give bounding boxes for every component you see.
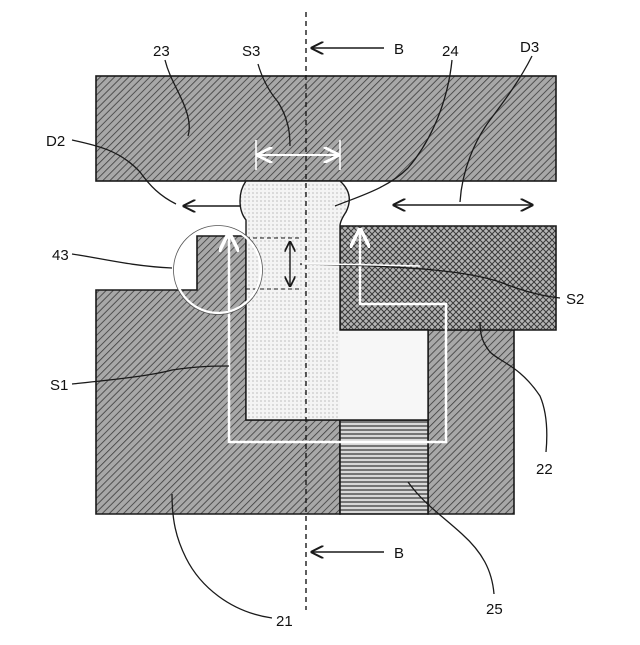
label-21: 21 (276, 613, 293, 630)
label-43: 43 (52, 247, 69, 264)
label-25: 25 (486, 601, 503, 618)
part-23-top-plate (96, 76, 556, 181)
label-d2: D2 (46, 133, 65, 150)
label-22: 22 (536, 461, 553, 478)
label-s1: S1 (50, 377, 68, 394)
label-b-bottom: B (394, 545, 404, 562)
inner-light-region (340, 330, 428, 420)
label-24: 24 (442, 43, 459, 60)
part-22-crosshatch-block (340, 226, 556, 330)
label-s3: S3 (242, 43, 260, 60)
leader-43 (72, 254, 172, 268)
label-23: 23 (153, 43, 170, 60)
part-25-region (340, 420, 428, 514)
label-d3: D3 (520, 39, 539, 56)
label-s2: S2 (566, 291, 584, 308)
part-22-right-body (428, 330, 514, 514)
label-b-top: B (394, 41, 404, 58)
